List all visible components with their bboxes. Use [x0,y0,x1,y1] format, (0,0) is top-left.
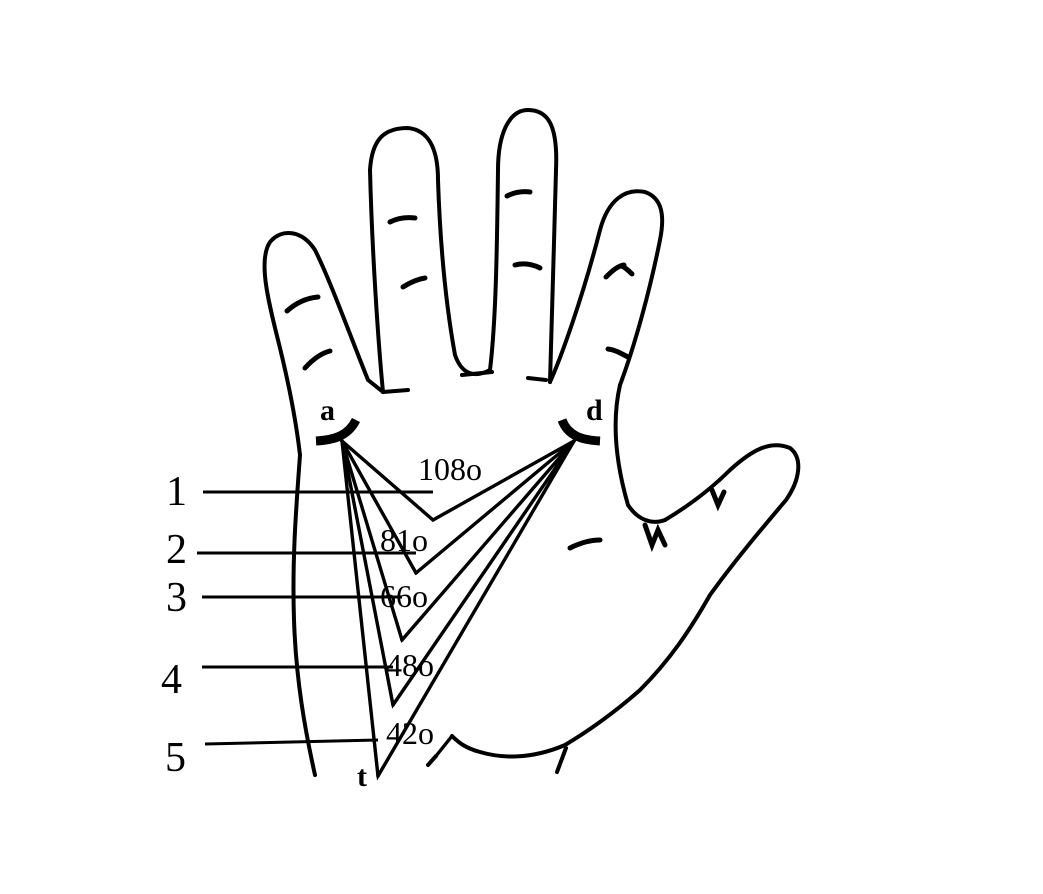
angle-label-3: 66o [380,578,428,614]
angle-label-1: 108o [418,451,482,487]
vertex-level-2 [405,556,436,576]
ray-d-level-1 [431,439,576,522]
ray-a-level-5 [340,439,380,778]
level-number-2: 2 [166,527,187,573]
ray-a-level-4 [340,439,395,707]
point-label-t: t [357,760,367,793]
wrist-crease-segment [434,734,454,758]
ray-a-level-1 [340,439,435,522]
hand-outline [262,108,801,777]
left-palm-edge [291,453,317,777]
triradius-d-mark [557,418,601,446]
finger-web-lines [381,370,548,394]
leader-line-level-5 [204,738,379,746]
ray-a-level-2 [340,439,418,575]
angle-label-4: 48o [386,647,434,683]
vertex-level-3 [393,615,424,644]
level-leader-lines [197,490,433,746]
atd-rays [340,439,576,778]
vertex-level-4 [385,672,416,709]
angle-vertices [372,509,451,781]
level-number-5: 5 [165,735,186,781]
ray-a-level-3 [340,439,404,642]
point-label-d: d [586,394,603,427]
ray-d-level-2 [414,439,576,575]
ray-d-level-5 [376,439,576,778]
level-number-4: 4 [161,657,182,703]
triradius-a-mark [315,417,361,446]
ray-d-level-4 [391,439,576,707]
ray-d-level-3 [400,439,576,642]
vertex-level-1 [421,509,451,522]
level-number-1: 1 [166,469,187,515]
little-finger-outline [262,231,385,457]
vertex-level-5 [372,735,403,781]
point-label-a: a [320,394,335,427]
finger-creases [284,189,727,553]
level-number-3: 3 [166,575,187,621]
index-finger-outline [548,189,667,524]
angle-label-2: 81o [380,522,428,558]
wrist-right-stub [426,746,568,774]
angle-label-5: 42o [386,715,434,751]
middle-finger-outline [488,108,559,384]
ring-finger-outline [368,126,492,394]
thumb-outline [450,443,801,759]
